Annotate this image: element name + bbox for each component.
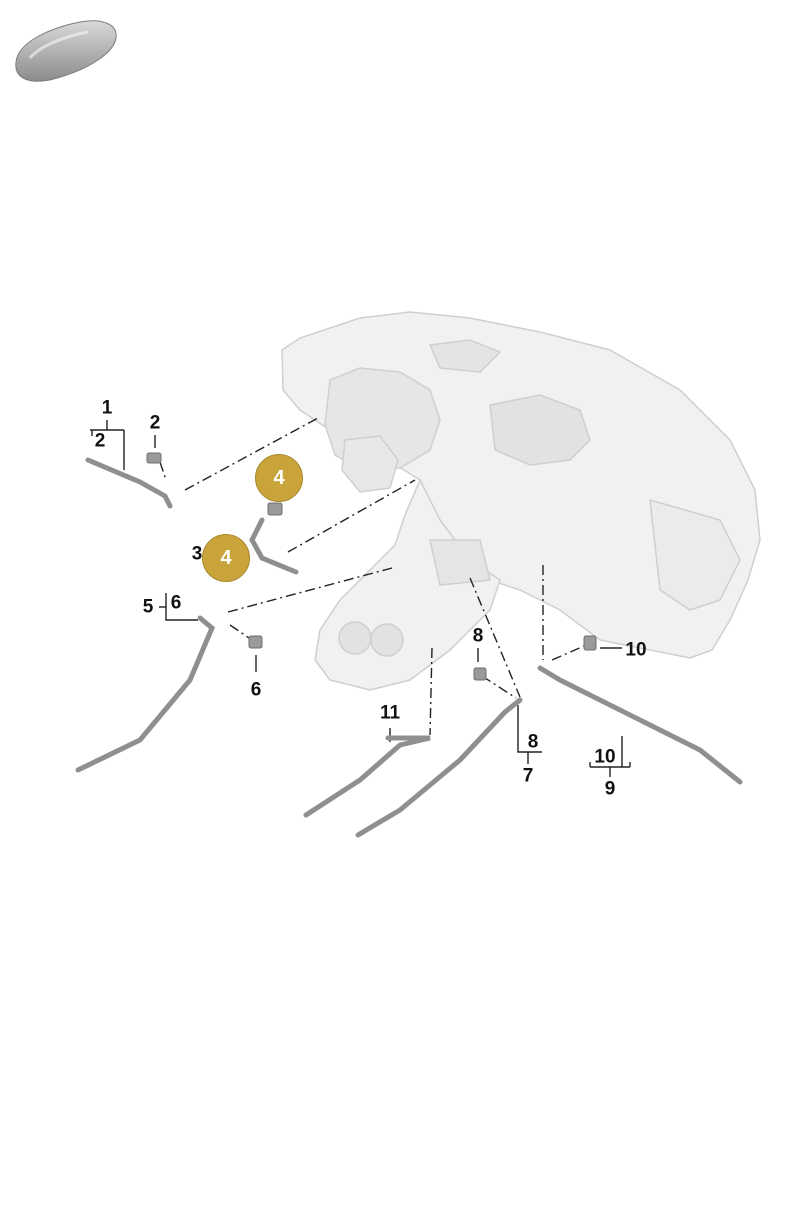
trim-strip-part-9 <box>537 665 743 785</box>
callout-7: 7 <box>522 765 534 787</box>
callout-8-top: 8 <box>472 625 484 647</box>
callout-6-bracket: 6 <box>170 592 182 614</box>
callout-1: 1 <box>101 397 113 419</box>
leader-lines-dashed <box>159 417 585 736</box>
clip-part-4 <box>267 502 283 516</box>
clip-part-2 <box>146 452 162 464</box>
trim-strip-part-7 <box>355 697 523 838</box>
dashboard-assembly <box>281 311 761 691</box>
clip-part-10 <box>583 635 597 651</box>
trim-strip-part-3 <box>249 517 299 575</box>
callout-3: 3 <box>191 543 203 565</box>
trim-strip-part-11 <box>303 735 431 818</box>
callout-8-bracket: 8 <box>527 731 539 753</box>
trim-parts <box>75 457 743 838</box>
part-4-badge-bottom[interactable]: 4 <box>202 534 250 582</box>
callout-2-right: 2 <box>149 412 161 434</box>
clip-part-8 <box>473 667 487 681</box>
small-clip-parts <box>146 452 597 681</box>
callout-10-right: 10 <box>625 639 647 661</box>
callout-11: 11 <box>379 702 401 724</box>
car-silhouette-icon <box>15 20 117 82</box>
callout-9: 9 <box>604 778 616 800</box>
callout-5: 5 <box>142 596 154 618</box>
callout-6: 6 <box>250 679 262 701</box>
trim-strip-part-5 <box>75 615 216 773</box>
part-4-badge-top[interactable]: 4 <box>255 454 303 502</box>
callout-2-left: 2 <box>94 430 106 452</box>
trim-strip-part-1 <box>85 457 173 509</box>
callout-10-bracket: 10 <box>594 746 616 768</box>
clip-part-6 <box>248 635 263 649</box>
